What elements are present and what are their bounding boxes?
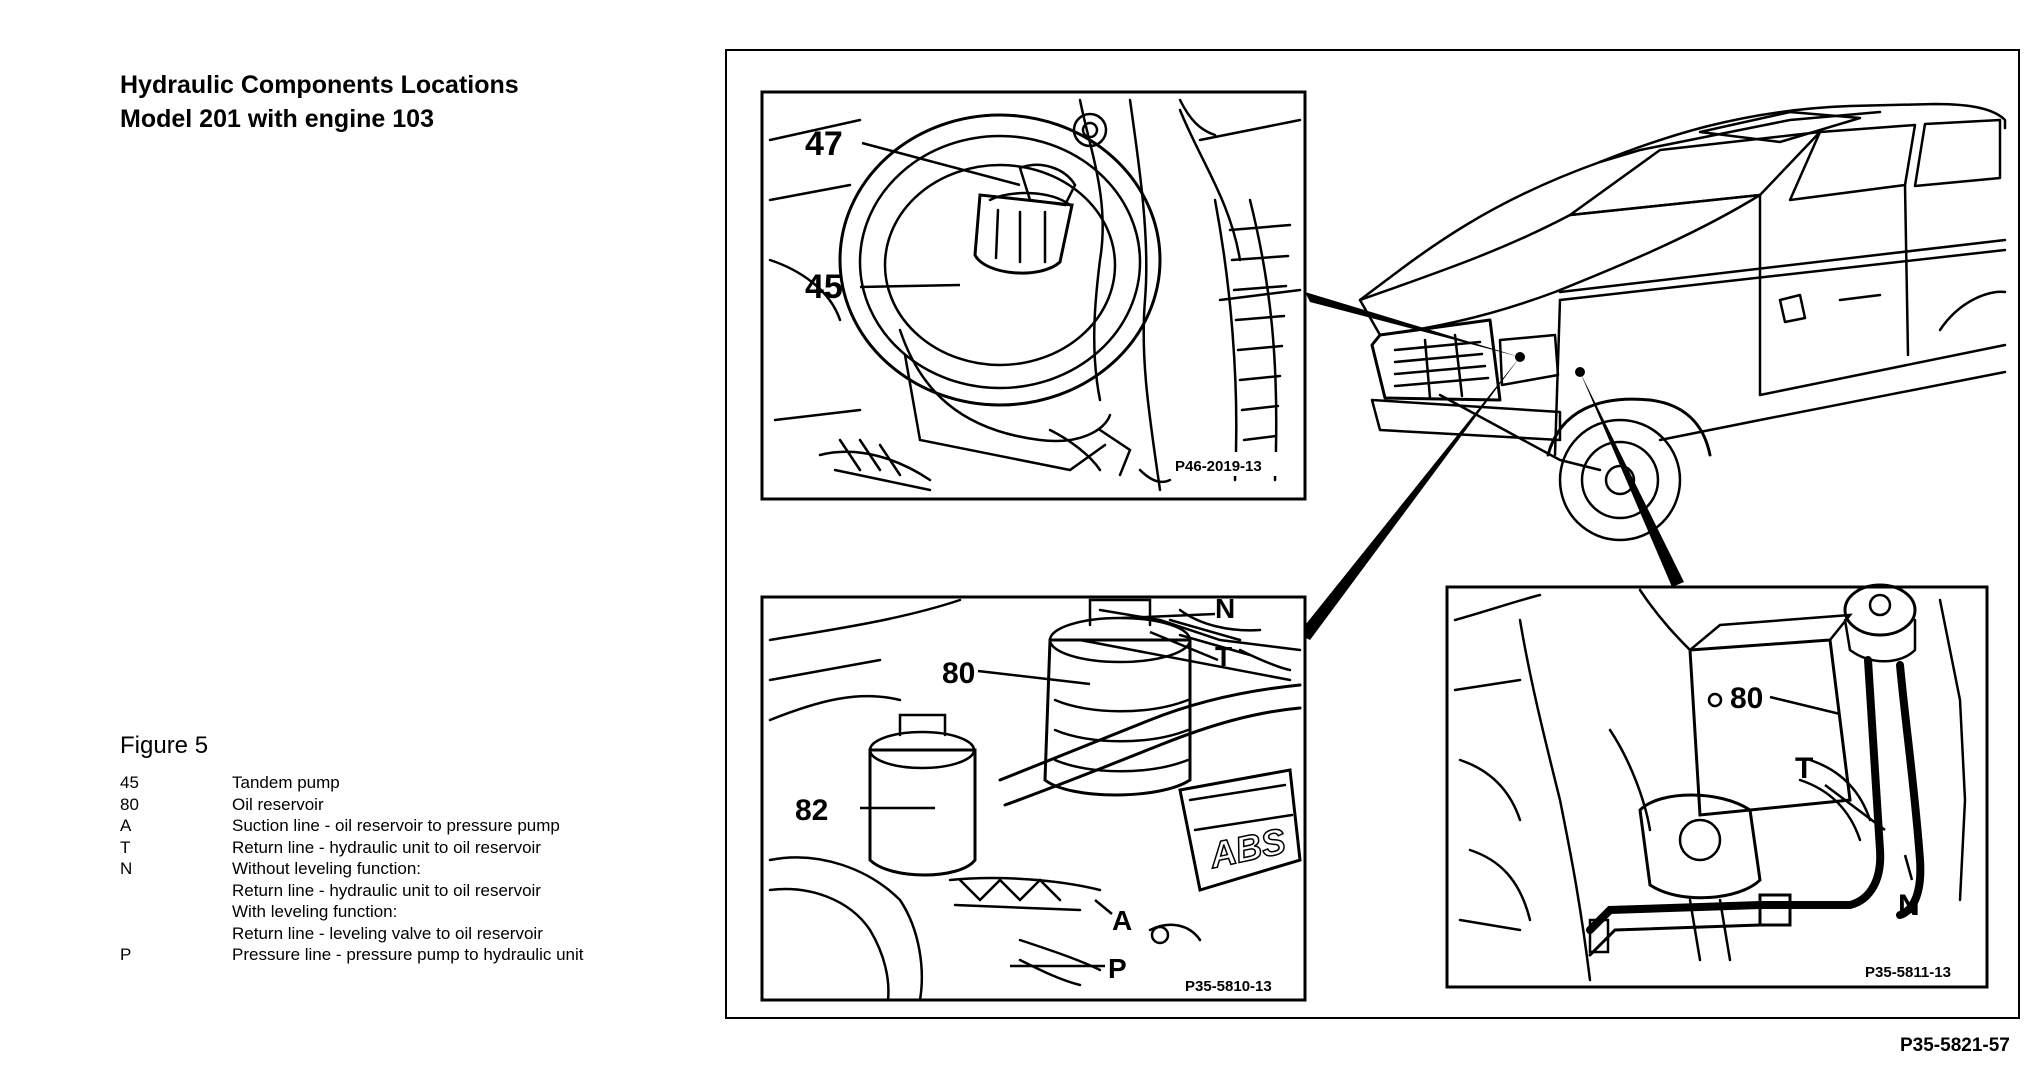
callout-P: P [1108, 953, 1127, 984]
legend-key: T [120, 837, 131, 857]
figure-legend: 45 Tandem pump 80 Oil reservoir A Suction l… [120, 772, 720, 966]
legend-desc: Without leveling function: [232, 859, 421, 878]
legend-item: N Without leveling function: [120, 858, 720, 880]
callout-N-right: N [1898, 889, 1920, 922]
legend-item: 80 Oil reservoir [120, 794, 720, 816]
legend-desc: Return line - leveling valve to oil rese… [232, 923, 543, 943]
callout-T-right: T [1795, 752, 1813, 785]
reference-code: P35-5821-57 [1900, 1035, 2010, 1056]
legend-desc: Pressure line - pressure pump to hydraul… [232, 945, 584, 964]
legend-item: P Pressure line - pressure pump to hydrau… [120, 944, 720, 966]
diagram-frame [725, 49, 2020, 1019]
title-line-1: Hydraulic Components Locations [120, 71, 519, 99]
legend-key: P [120, 945, 132, 964]
legend-key: 45 [120, 773, 139, 792]
inset-code-top-left: P46-2019-13 [1175, 458, 1262, 475]
legend-item: Return line - leveling valve to oil rese… [120, 923, 720, 945]
legend-key: A [120, 816, 132, 835]
leader-wedge-bottom-right [1580, 372, 1684, 587]
title-line-2: Model 201 with engine 103 [120, 105, 434, 133]
legend-item: A Suction line - oil reservoir to pressur… [120, 815, 720, 837]
leader-wedge-top [1305, 292, 1520, 357]
figure-label: Figure 5 [120, 732, 209, 759]
legend-desc: With leveling function: [232, 902, 398, 921]
callout-80-right: 80 [1730, 682, 1763, 715]
inset-hydraulic-unit: 80 T N P35-5811-13 [1445, 583, 1989, 989]
legend-key: N [120, 859, 133, 878]
callout-T: T [1215, 641, 1232, 672]
callout-82: 82 [795, 794, 828, 827]
leader-wedge-bottom-left [1298, 357, 1520, 640]
legend-item: Return line - hydraulic unit to oil rese… [120, 880, 720, 902]
legend-desc: Return line - hydraulic unit to oil rese… [232, 837, 541, 857]
legend-item: With leveling function: [120, 901, 720, 923]
legend-item: 45 Tandem pump [120, 772, 720, 794]
legend-desc: Oil reservoir [232, 794, 324, 814]
page-title: Hydraulic Components Locations Model 201… [120, 68, 519, 136]
legend-item: T Return line - hydraulic unit to oil res… [120, 837, 720, 859]
callout-47: 47 [805, 125, 843, 163]
inset-code-bottom-right: P35-5811-13 [1865, 964, 1951, 981]
inset-tandem-pump: 47 45 P46-2019-13 [760, 90, 1307, 501]
inset-code-bottom-left: P35-5810-13 [1185, 978, 1272, 995]
legend-desc: Return line - hydraulic unit to oil rese… [232, 880, 541, 900]
car-illustration [1358, 102, 2007, 542]
legend-key: 80 [120, 794, 139, 814]
legend-desc: Tandem pump [232, 773, 340, 792]
legend-desc: Suction line - oil reservoir to pressure… [232, 816, 560, 835]
callout-N: N [1215, 593, 1235, 624]
callout-80: 80 [942, 657, 975, 690]
callout-45: 45 [805, 268, 843, 306]
callout-A: A [1112, 905, 1132, 936]
inset-oil-reservoir: ABS 80 82 N T A P P35-5810-13 [760, 593, 1307, 1002]
